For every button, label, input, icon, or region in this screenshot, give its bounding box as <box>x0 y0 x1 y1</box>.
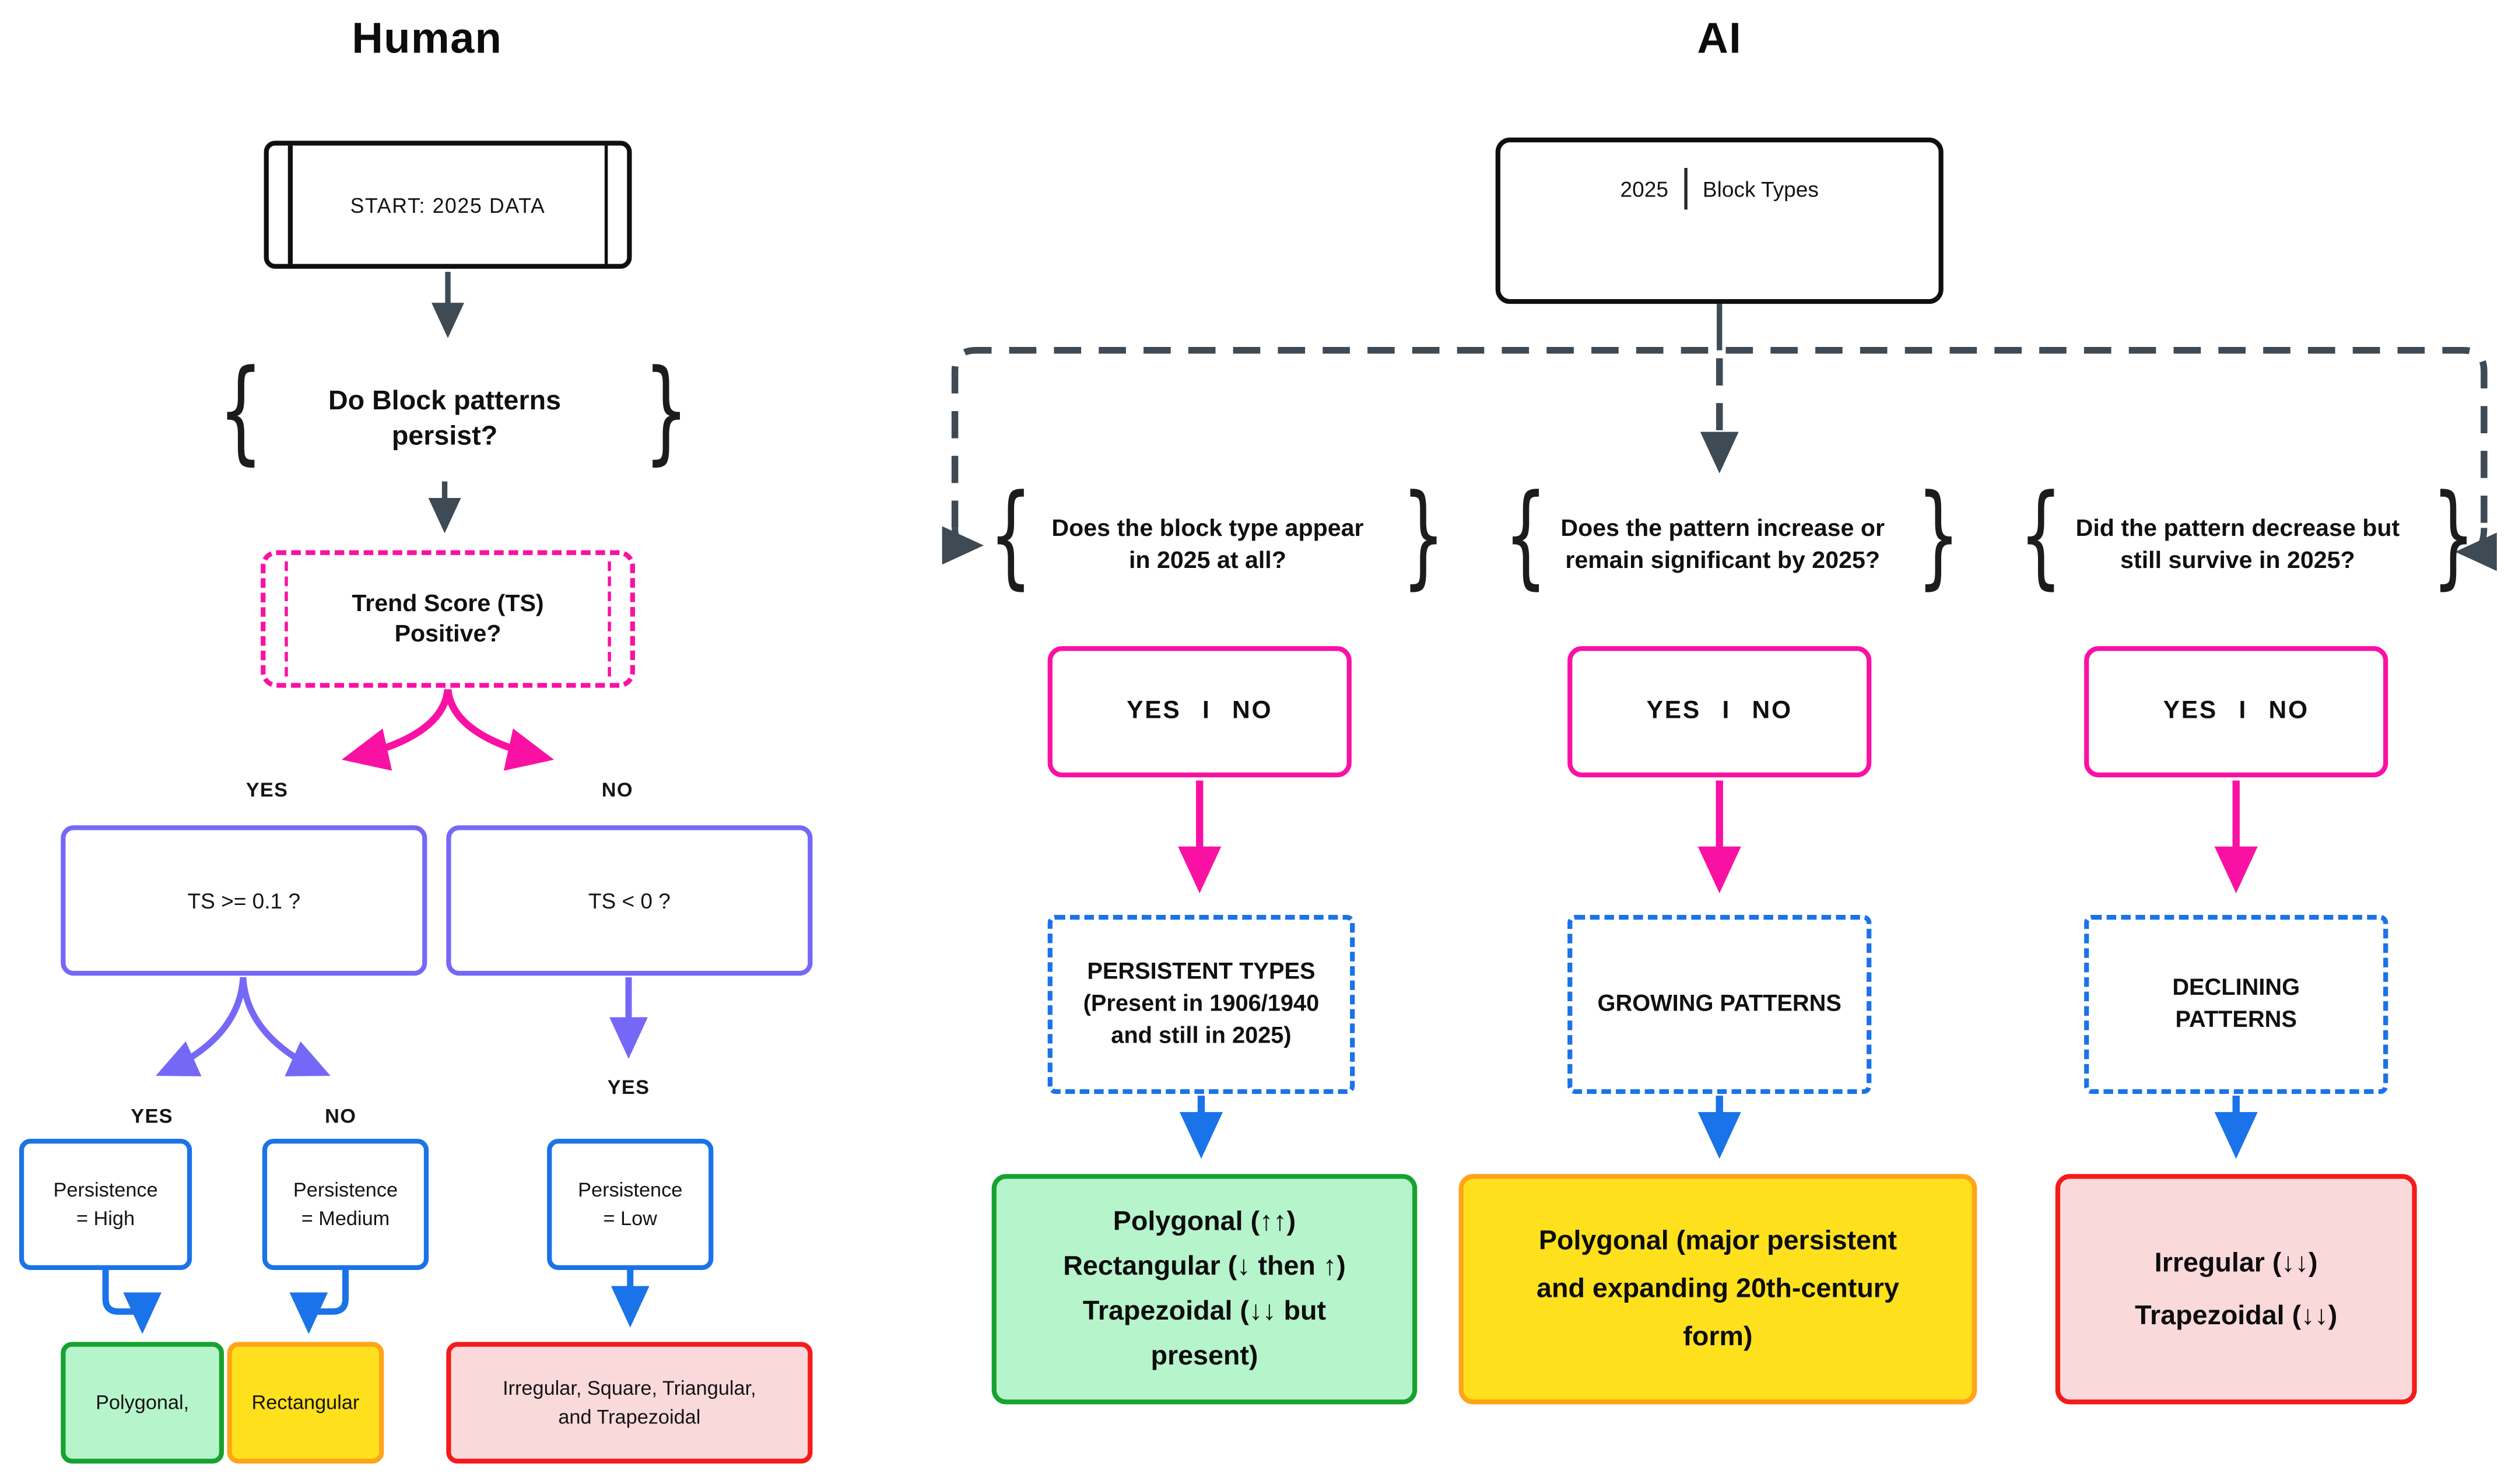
brace-close-q1: } <box>1401 471 1446 601</box>
brace-open-persist: { <box>218 348 264 478</box>
elbow-high-to-polygonal <box>102 1269 162 1334</box>
persistence-low-label: Persistence = Low <box>578 1178 683 1230</box>
yes-no-label-2: YES I NO <box>1646 697 1793 725</box>
yes-no-box-3: YES I NO <box>2084 646 2388 778</box>
persistent-types-label: PERSISTENT TYPES (Present in 1906/1940 a… <box>1083 959 1320 1050</box>
start-box-inner-line-right <box>604 145 608 264</box>
result-polygonal-label: Polygonal, <box>96 1391 190 1414</box>
ts-threshold-low-box: TS < 0 ? <box>446 825 813 976</box>
ai-result-declining-label: Irregular (↓↓) Trapezoidal (↓↓) <box>2135 1247 2338 1331</box>
result-rectangular-box: Rectangular <box>227 1342 384 1464</box>
fork-trend-no <box>444 689 555 771</box>
growing-patterns-box: GROWING PATTERNS <box>1567 914 1872 1094</box>
yes-no-box-2: YES I NO <box>1567 646 1872 778</box>
label-ts-low-yes: YES <box>607 1076 650 1099</box>
yes-no-label-1: YES I NO <box>1127 697 1273 725</box>
brace-open-q2: { <box>1504 471 1548 601</box>
root-divider-bar <box>1684 168 1687 210</box>
root-box-content: 2025 Block Types <box>1500 168 1939 210</box>
ai-result-declining-box: Irregular (↓↓) Trapezoidal (↓↓) <box>2055 1174 2417 1405</box>
brace-close-q2: } <box>1917 471 1960 601</box>
trend-box-inner-dash-left <box>285 561 288 677</box>
ts-threshold-high-question: TS >= 0.1 ? <box>187 888 301 913</box>
ai-question-2: Does the pattern increase or remain sign… <box>1560 514 1885 574</box>
label-trend-yes: YES <box>245 778 289 802</box>
persistence-medium-label: Persistence = Medium <box>293 1178 398 1230</box>
result-irregular-box: Irregular, Square, Triangular, and Trape… <box>446 1342 813 1464</box>
yes-no-box-1: YES I NO <box>1047 646 1352 778</box>
start-box-inner-line-left <box>287 145 292 264</box>
ai-result-persistent-box: Polygonal (↑↑) Rectangular (↓ then ↑) Tr… <box>991 1174 1418 1405</box>
declining-patterns-label: DECLINING PATTERNS <box>2172 975 2300 1033</box>
ai-result-growing-box: Polygonal (major persistent and expandin… <box>1458 1174 1977 1405</box>
ts-threshold-high-box: TS >= 0.1 ? <box>61 825 427 976</box>
question-do-block-patterns-persist: Do Block patterns persist? <box>328 385 562 451</box>
human-title: Human <box>352 13 503 62</box>
start-box: START: 2025 DATA <box>264 141 632 269</box>
result-rectangular-label: Rectangular <box>251 1391 360 1414</box>
declining-patterns-box: DECLINING PATTERNS <box>2084 914 2388 1094</box>
fork-trend-yes <box>341 689 452 771</box>
trend-score-question: Trend Score (TS) Positive? <box>352 589 544 648</box>
ai-result-growing-label: Polygonal (major persistent and expandin… <box>1537 1226 1899 1352</box>
brace-open-q1: { <box>989 471 1033 601</box>
trend-score-box: Trend Score (TS) Positive? <box>261 550 635 688</box>
brace-close-q3: } <box>2432 471 2475 601</box>
label-ts-high-yes: YES <box>131 1105 173 1128</box>
brace-open-q3: { <box>2019 471 2062 601</box>
hook-left-question <box>942 526 984 565</box>
label-ts-high-no: NO <box>325 1105 357 1128</box>
trend-box-inner-dash-right <box>608 561 611 677</box>
yes-no-label-3: YES I NO <box>2163 697 2309 725</box>
growing-patterns-label: GROWING PATTERNS <box>1597 991 1841 1018</box>
fork-ts-high-no <box>240 977 331 1076</box>
persistence-low-box: Persistence = Low <box>547 1139 714 1270</box>
ai-result-persistent-label: Polygonal (↑↑) Rectangular (↓ then ↑) Tr… <box>1063 1205 1346 1371</box>
root-label: Block Types <box>1702 177 1819 201</box>
root-year: 2025 <box>1620 177 1668 201</box>
ai-question-3: Did the pattern decrease but still survi… <box>2075 514 2400 574</box>
persistence-high-box: Persistence = High <box>19 1139 192 1270</box>
start-label: START: 2025 DATA <box>350 192 546 217</box>
result-polygonal-box: Polygonal, <box>61 1342 225 1464</box>
ai-question-1: Does the block type appear in 2025 at al… <box>1051 514 1364 574</box>
ts-threshold-low-question: TS < 0 ? <box>588 888 671 913</box>
persistence-high-label: Persistence = High <box>53 1178 158 1230</box>
ai-title: AI <box>1697 13 1742 62</box>
brace-close-persist: } <box>644 348 689 478</box>
result-irregular-label: Irregular, Square, Triangular, and Trape… <box>503 1377 756 1429</box>
persistent-types-box: PERSISTENT TYPES (Present in 1906/1940 a… <box>1047 914 1355 1094</box>
block-types-root-box: 2025 Block Types <box>1495 137 1944 304</box>
elbow-medium-to-rectangular <box>289 1269 349 1334</box>
fork-ts-high-yes <box>156 977 247 1076</box>
persistence-medium-box: Persistence = Medium <box>262 1139 429 1270</box>
label-trend-no: NO <box>601 778 633 802</box>
